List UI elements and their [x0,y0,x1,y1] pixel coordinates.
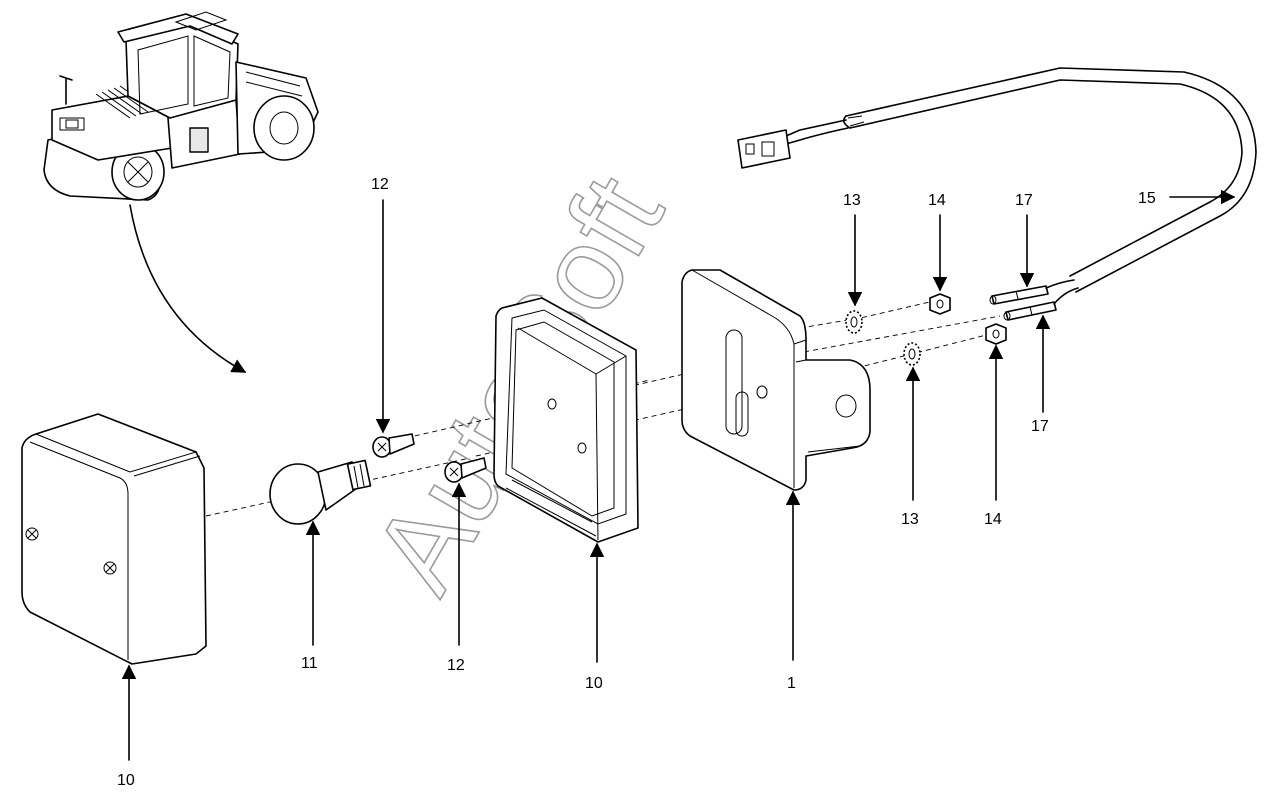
star-washer-lower [903,342,921,366]
nut-upper [929,293,951,315]
callout-10-gasket: 10 [585,675,603,692]
callout-leader-lines [121,189,1236,761]
callout-12-lower: 12 [447,657,465,674]
gasket-frame [493,297,713,543]
wiring-cable [737,67,1257,305]
location-pointer-arrow [129,204,247,373]
nut-lower [985,323,1007,345]
callout-17-lower: 17 [1031,418,1049,435]
cable-terminal-lower [1003,301,1057,321]
cable-terminal-upper [989,285,1049,305]
roller-machine-illustration [43,11,319,201]
callout-10-housing: 10 [117,772,135,789]
lamp-housing [21,413,207,665]
callout-12-upper: 12 [371,176,389,193]
callout-1: 1 [787,675,796,692]
screw-lower [444,457,487,483]
callout-labels: 12 13 14 17 15 17 13 14 1 10 12 11 10 [117,176,1156,789]
callout-13-lower: 13 [901,511,919,528]
light-bulb [269,459,372,525]
mounting-bracket [681,269,871,491]
callout-11: 11 [301,655,318,672]
callout-14-lower: 14 [984,511,1002,528]
callout-13-upper: 13 [843,192,861,209]
screw-upper [372,433,415,458]
star-washer-upper [845,310,863,334]
callout-14-upper: 14 [928,192,946,209]
callout-15: 15 [1138,190,1156,207]
callout-17-upper: 17 [1015,192,1033,209]
